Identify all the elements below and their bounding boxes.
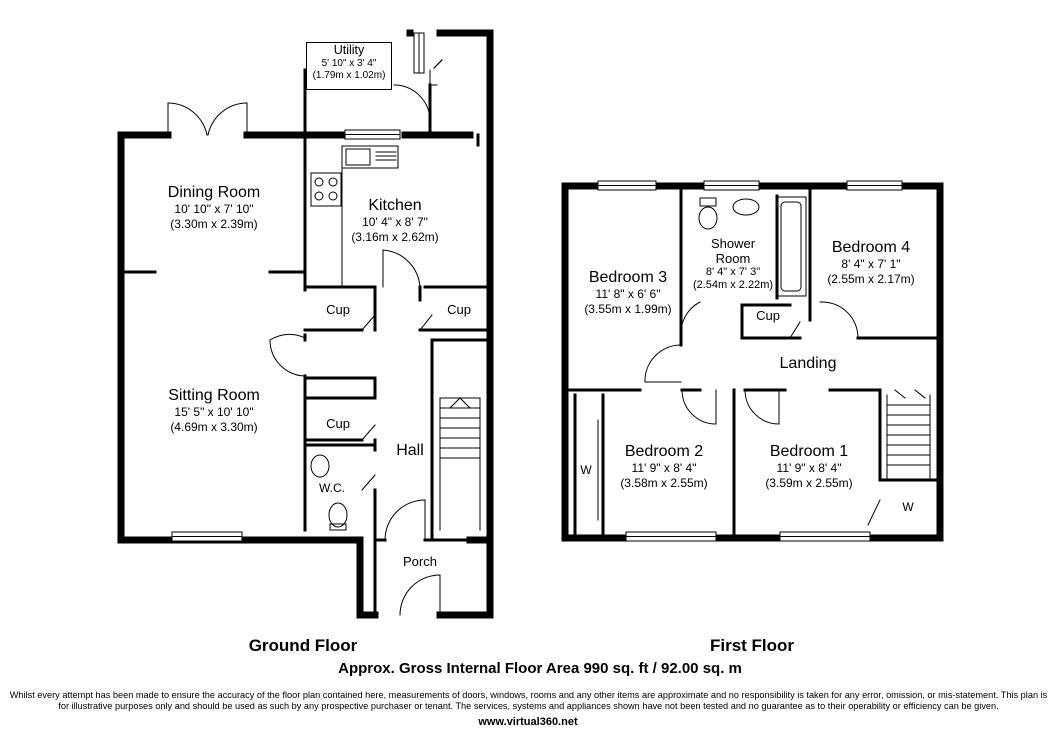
wc-fittings [310,454,348,531]
bedroom-2-metric: (3.58m x 2.55m) [620,476,708,490]
bedroom-1-imperial: 11' 9" x 8' 4" [776,461,842,475]
wc-label: W.C. [319,481,345,495]
ground-floor-walls [117,29,494,619]
ground-floor-doors [269,59,443,616]
bedroom-2-name: Bedroom 2 [624,443,704,460]
shower-room-imperial: 8' 4" x 7' 3" [705,266,761,278]
sitting-room-name: Sitting Room [168,387,260,404]
bedroom-3-metric: (3.55m x 1.99m) [584,302,672,316]
dining-room-imperial: 10' 10" x 7' 10" [174,202,254,216]
shower-room-name-1: Shower [710,236,756,251]
gross-floor-area: Approx. Gross Internal Floor Area 990 sq… [338,660,742,677]
bedroom-1-name: Bedroom 1 [769,443,849,460]
cupboard-label-kitchen-left: Cup [326,302,350,317]
bedroom-4-metric: (2.55m x 2.17m) [827,272,915,286]
utility-metric: (1.79m x 1.02m) [312,70,386,81]
bedroom-2-imperial: 11' 9" x 8' 4" [631,461,697,475]
french-doors [167,102,248,136]
kitchen-metric: (3.16m x 2.62m) [351,230,439,244]
landing-label: Landing [779,355,837,372]
bedroom-3-label: Bedroom 3 11' 8" x 6' 6" (3.55m x 1.99m) [584,268,671,317]
shower-fittings [698,196,807,297]
wardrobe-label-bedroom-2: W [580,463,592,477]
ground-floor-windows [171,32,425,542]
bedroom-4-label: Bedroom 4 8' 4" x 7' 1" (2.55m x 2.17m) [827,238,914,287]
dining-room-label: Dining Room 10' 10" x 7' 10" (3.30m x 2.… [168,183,260,232]
shower-room-name-2: Room [715,251,751,266]
bedroom-1-label: Bedroom 1 11' 9" x 8' 4" (3.59m x 2.55m) [765,442,852,491]
first-floor-walls [561,182,944,542]
first-floor-stairs [886,389,931,479]
bedroom-3-imperial: 11' 8" x 6' 6" [595,287,661,301]
cupboard-label-hall: Cup [326,416,350,431]
first-floor-doors [644,301,881,526]
wardrobe-label-bedroom-1: W [902,500,914,514]
ground-floor-title: Ground Floor [248,636,358,655]
ground-floor-stairs [439,397,481,531]
website-link[interactable]: www.virtual360.net [478,716,578,728]
cupboard-label-landing: Cup [756,308,780,323]
sitting-room-imperial: 15' 5" x 10' 10" [174,405,254,419]
kitchen-imperial: 10' 4" x 8' 7" [362,215,428,229]
dining-room-name: Dining Room [167,184,261,201]
utility-label: Utility 5' 10" x 3' 4" (1.79m x 1.02m) [306,42,392,90]
first-floor-title: First Floor [709,636,795,655]
utility-imperial: 5' 10" x 3' 4" [321,58,377,69]
bedroom-4-name: Bedroom 4 [831,239,911,256]
kitchen-label: Kitchen 10' 4" x 8' 7" (3.16m x 2.62m) [351,196,438,245]
dining-room-metric: (3.30m x 2.39m) [170,217,258,231]
bedroom-1-metric: (3.59m x 2.55m) [765,476,853,490]
first-floor-windows [597,180,903,542]
kitchen-fittings [310,145,399,288]
kitchen-name: Kitchen [368,197,422,214]
utility-name: Utility [333,43,365,57]
porch-label: Porch [403,554,437,569]
sitting-room-metric: (4.69m x 3.30m) [170,420,258,434]
hall-label: Hall [396,442,424,459]
bedroom-3-name: Bedroom 3 [588,269,668,286]
sitting-room-label: Sitting Room 15' 5" x 10' 10" (4.69m x 3… [168,386,260,435]
disclaimer-text: Whilst every attempt has been made to en… [9,690,1048,711]
bedroom-4-imperial: 8' 4" x 7' 1" [841,257,901,271]
bedroom-2-label: Bedroom 2 11' 9" x 8' 4" (3.58m x 2.55m) [620,442,707,491]
cupboard-label-kitchen-right: Cup [447,302,471,317]
shower-room-metric: (2.54m x 2.22m) [692,279,774,291]
shower-room-label: Shower Room 8' 4" x 7' 3" (2.54m x 2.22m… [693,236,773,292]
